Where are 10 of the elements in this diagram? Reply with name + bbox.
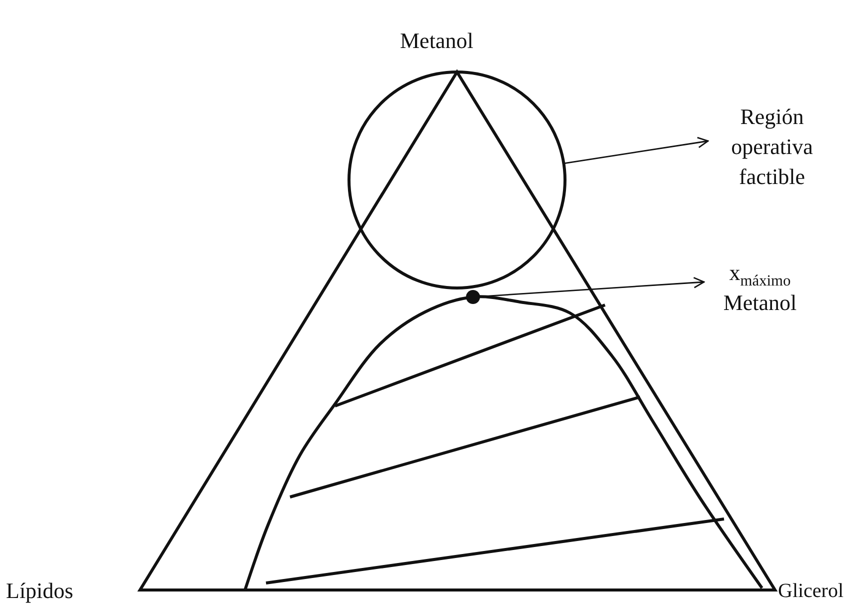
leader-line: [564, 136, 709, 164]
vertex-label: Metanol: [400, 28, 474, 54]
maximum-label: x$_{máximo}$: [728, 259, 792, 288]
maximum-label-line: Metanol: [722, 289, 798, 317]
vertex-label: Glicerol: [778, 579, 844, 604]
maximum-point-dot: [466, 290, 480, 304]
region-label: Región operativa factible: [730, 103, 814, 191]
feasible-region-circle: [348, 70, 566, 290]
leader-line: [480, 276, 705, 298]
vertex-label: Lípidos: [6, 578, 74, 604]
